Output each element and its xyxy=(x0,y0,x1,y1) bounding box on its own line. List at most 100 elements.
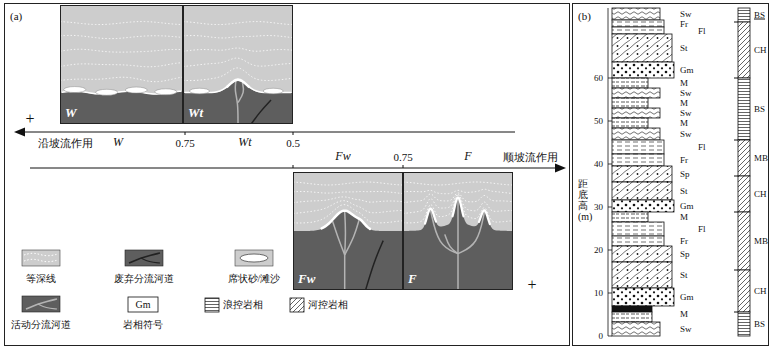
axis-class-label: Wt xyxy=(238,136,251,150)
facies-code: Sw xyxy=(680,10,692,19)
node-label: Wt xyxy=(188,106,203,121)
label-holder: Sp xyxy=(680,170,690,179)
lithology-bed xyxy=(612,27,664,34)
legend-entry: 岩相符号 xyxy=(123,319,163,331)
delta-panel-art xyxy=(293,172,403,290)
facies-code: Fr xyxy=(680,237,688,246)
isobath-line xyxy=(183,36,293,38)
legend-swatch xyxy=(125,250,163,266)
tick-label: 30 xyxy=(594,203,603,212)
lithology-bed xyxy=(612,246,672,262)
lithology-bed xyxy=(612,128,660,140)
facies-band xyxy=(738,140,750,176)
sea-area xyxy=(60,5,183,124)
lithology-bed xyxy=(612,200,674,212)
isobath-line xyxy=(60,63,183,67)
legend-entry: 浪控岩相 xyxy=(223,299,263,311)
label-holder: F xyxy=(464,150,471,164)
land-area xyxy=(183,80,293,124)
legend-text: 等深线 xyxy=(26,273,56,285)
facies-band xyxy=(738,22,750,78)
isobath-line xyxy=(60,49,183,52)
distributary-channel xyxy=(344,212,346,255)
label-holder: CH xyxy=(754,190,767,199)
delta-panel: Fw xyxy=(293,172,403,290)
node-label: W xyxy=(65,106,77,121)
label-holder: CH xyxy=(754,46,767,55)
facies-band xyxy=(738,8,750,22)
isobath-line xyxy=(293,197,403,203)
lithology-bed xyxy=(612,8,660,20)
facies-band xyxy=(738,270,750,312)
label-holder: Fl xyxy=(698,143,706,152)
lithology-bed xyxy=(612,108,660,118)
label-holder: Fl xyxy=(698,225,706,234)
label-holder: MB xyxy=(754,154,768,163)
facies-code: St xyxy=(680,271,688,280)
lithology-bed xyxy=(612,20,664,27)
label-holder: BS xyxy=(754,105,765,114)
delta-panel-art xyxy=(183,5,293,124)
lithology-bed xyxy=(612,154,664,166)
facies-code: Sw xyxy=(680,89,692,98)
tick-label: 50 xyxy=(594,117,603,126)
facies-code: Fl xyxy=(698,143,706,152)
label-holder: St xyxy=(680,187,688,196)
band-boundary xyxy=(734,78,738,79)
legend-text: 席状砂/滩沙 xyxy=(228,273,281,285)
sand-bar xyxy=(453,198,464,217)
facies-code: M xyxy=(680,213,688,222)
isobath-line xyxy=(293,205,403,223)
tick-label: 10 xyxy=(594,289,603,298)
lithology-bed xyxy=(612,306,652,312)
distributary-channel xyxy=(457,254,459,290)
band-boundary xyxy=(734,312,738,313)
label-holder: Fl xyxy=(698,27,706,36)
isobath-line xyxy=(293,182,403,185)
label-holder: 沿坡流作用 xyxy=(38,137,93,150)
sand-bar xyxy=(322,211,370,229)
isobath-line xyxy=(403,182,513,185)
facies-band xyxy=(738,78,750,140)
distributary-channel xyxy=(345,220,359,255)
isobath-line xyxy=(403,189,513,194)
lithology-bed xyxy=(612,98,648,108)
facies-code: St xyxy=(680,44,688,53)
tick-mark xyxy=(608,293,612,294)
sand-sheet xyxy=(155,89,177,95)
facies-code: Fl xyxy=(698,225,706,234)
facies-association: BS xyxy=(754,320,765,329)
node-label: (b) xyxy=(578,10,591,22)
label-holder: Sw xyxy=(680,130,692,139)
axis-value: 0.5 xyxy=(286,137,300,150)
label-holder: Fr xyxy=(680,237,688,246)
label-holder: Wt xyxy=(238,136,251,150)
distributary-channel xyxy=(344,255,346,290)
lithology-bed xyxy=(612,212,648,222)
node-label: Fw xyxy=(298,272,315,287)
isobath-line xyxy=(60,35,183,38)
tick-label: 40 xyxy=(594,160,603,169)
sand-sheet xyxy=(263,88,283,94)
label-holder: St xyxy=(680,271,688,280)
distributary-channel xyxy=(238,83,243,103)
legend-text: 活动分流河道 xyxy=(11,319,71,331)
sand-bar xyxy=(227,80,249,87)
isobath-line xyxy=(60,22,183,25)
facies-code: M xyxy=(680,310,688,319)
distributary-channel xyxy=(333,221,345,255)
facies-band xyxy=(738,176,750,212)
land-area xyxy=(403,198,513,290)
tick-mark xyxy=(608,207,612,208)
node-label: F xyxy=(408,272,417,287)
lithology-bed xyxy=(612,78,648,88)
legend-text: 废弃分流河道 xyxy=(114,273,174,285)
facies-code: M xyxy=(680,99,688,108)
label-holder: Sw xyxy=(680,10,692,19)
facies-association: CH xyxy=(754,287,767,296)
isobath-line xyxy=(183,58,293,66)
facies-code: M xyxy=(680,119,688,128)
facies-code: Sp xyxy=(680,250,690,259)
label-holder: 30 xyxy=(594,203,603,212)
axis-title: 沿坡流作用 xyxy=(38,137,93,150)
